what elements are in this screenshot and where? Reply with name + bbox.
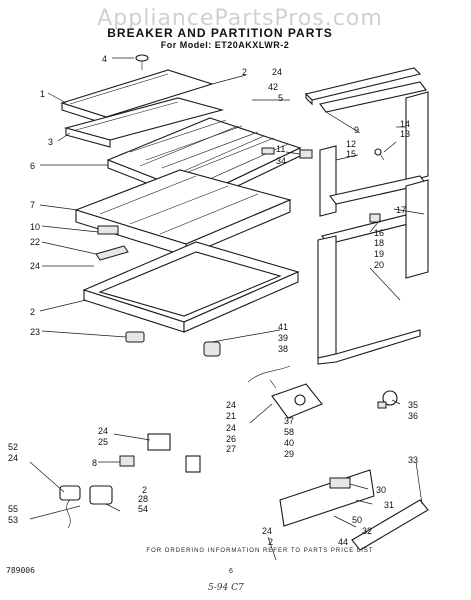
part-4-screw [135,54,149,70]
callout-26: 26 [226,434,236,444]
callout-12: 12 [346,139,356,149]
part-5-top-trim [304,67,422,106]
part-27-switch [185,455,201,473]
callout-50: 50 [352,515,362,525]
callout-3: 3 [48,137,53,147]
callout-24: 24 [272,67,282,77]
part-35-bulb [377,390,398,409]
handwritten-note: 5-94 C7 [208,583,244,593]
callout-41: 41 [278,322,288,332]
part-52-thermostat [59,485,81,529]
watermark: AppliancePartsPros.com [97,6,383,31]
part-3-breaker-strip [63,97,225,148]
part-9-channel [319,81,427,113]
callout-8: 8 [92,458,97,468]
callout-2: 2 [242,67,247,77]
callout-32: 32 [362,526,372,536]
callout-10: 10 [30,222,40,232]
diagram-title: BREAKER AND PARTITION PARTS [107,26,333,40]
model-subtitle: For Model: ET20AKXLWR-2 [160,40,290,50]
callout-24: 24 [8,453,18,463]
callout-4: 4 [102,54,107,64]
callout-24: 24 [262,526,272,536]
document-number: 789006 [6,566,35,575]
part-8-connector [119,455,135,467]
part-34-clip [299,149,313,159]
callout-40: 40 [284,438,294,448]
part-16-clip [369,213,381,223]
part-13-screw [374,148,385,161]
callout-24: 24 [98,426,108,436]
callout-29: 29 [284,449,294,459]
leader-lines [29,57,425,561]
callout-37: 37 [284,416,294,426]
bottom-frame [82,241,300,333]
ordering-note: FOR ORDERING INFORMATION REFER TO PARTS … [146,548,374,554]
callout-5: 5 [278,93,283,103]
callout-2: 2 [30,307,35,317]
part-54-bracket [89,485,113,505]
callout-54: 54 [138,504,148,514]
callout-22: 22 [30,237,40,247]
callout-7: 7 [30,200,35,210]
callout-38: 38 [278,344,288,354]
callout-42: 42 [268,82,278,92]
page-number: 6 [229,568,233,575]
callout-53: 53 [8,515,18,525]
callout-19: 19 [374,249,384,259]
callout-25: 25 [98,437,108,447]
callout-33: 33 [408,455,418,465]
part-12-side-panel [319,145,337,217]
part-14-side-panel [405,91,429,183]
callout-2: 2 [268,537,273,547]
part-33-trim [351,499,429,551]
callout-30: 30 [376,485,386,495]
part-25-bracket [147,433,171,451]
callout-17: 17 [396,205,406,215]
callout-31: 31 [384,500,394,510]
callout-11: 11 [276,144,285,154]
part-22-bracket [95,245,129,261]
callout-24: 24 [226,423,236,433]
part-23-foot [125,331,145,343]
callout-6: 6 [30,161,35,171]
part-20-frame [317,235,421,365]
callout-23: 23 [30,327,40,337]
callout-55: 55 [8,504,18,514]
callout-labels: 1 4 2 24 42 5 3 6 9 14 13 11 12 15 34 7 … [8,54,418,547]
callout-15: 15 [346,149,356,159]
part-37-control-box [271,383,323,419]
callout-9: 9 [354,125,359,135]
callout-44: 44 [338,537,348,547]
callout-2: 2 [142,485,147,495]
part-41-plug [203,341,221,357]
part-11-clip [261,147,275,155]
callout-14: 14 [400,119,410,129]
callout-58: 58 [284,427,294,437]
callout-24: 24 [30,261,40,271]
callout-39: 39 [278,333,288,343]
callout-16: 16 [374,228,384,238]
callout-24: 24 [226,400,236,410]
callout-27: 27 [226,444,236,454]
callout-36: 36 [408,411,418,421]
callout-13: 13 [400,129,410,139]
callout-1: 1 [40,89,45,99]
callout-21: 21 [226,411,236,421]
callout-34: 34 [276,156,286,166]
part-7-partition-tray [74,169,292,257]
part-38-wire [247,365,291,389]
callout-52: 52 [8,442,18,452]
part-19-side-panel [405,179,429,279]
callout-18: 18 [374,238,384,248]
callout-20: 20 [374,260,384,270]
callout-28: 28 [138,494,148,504]
callout-35: 35 [408,400,418,410]
